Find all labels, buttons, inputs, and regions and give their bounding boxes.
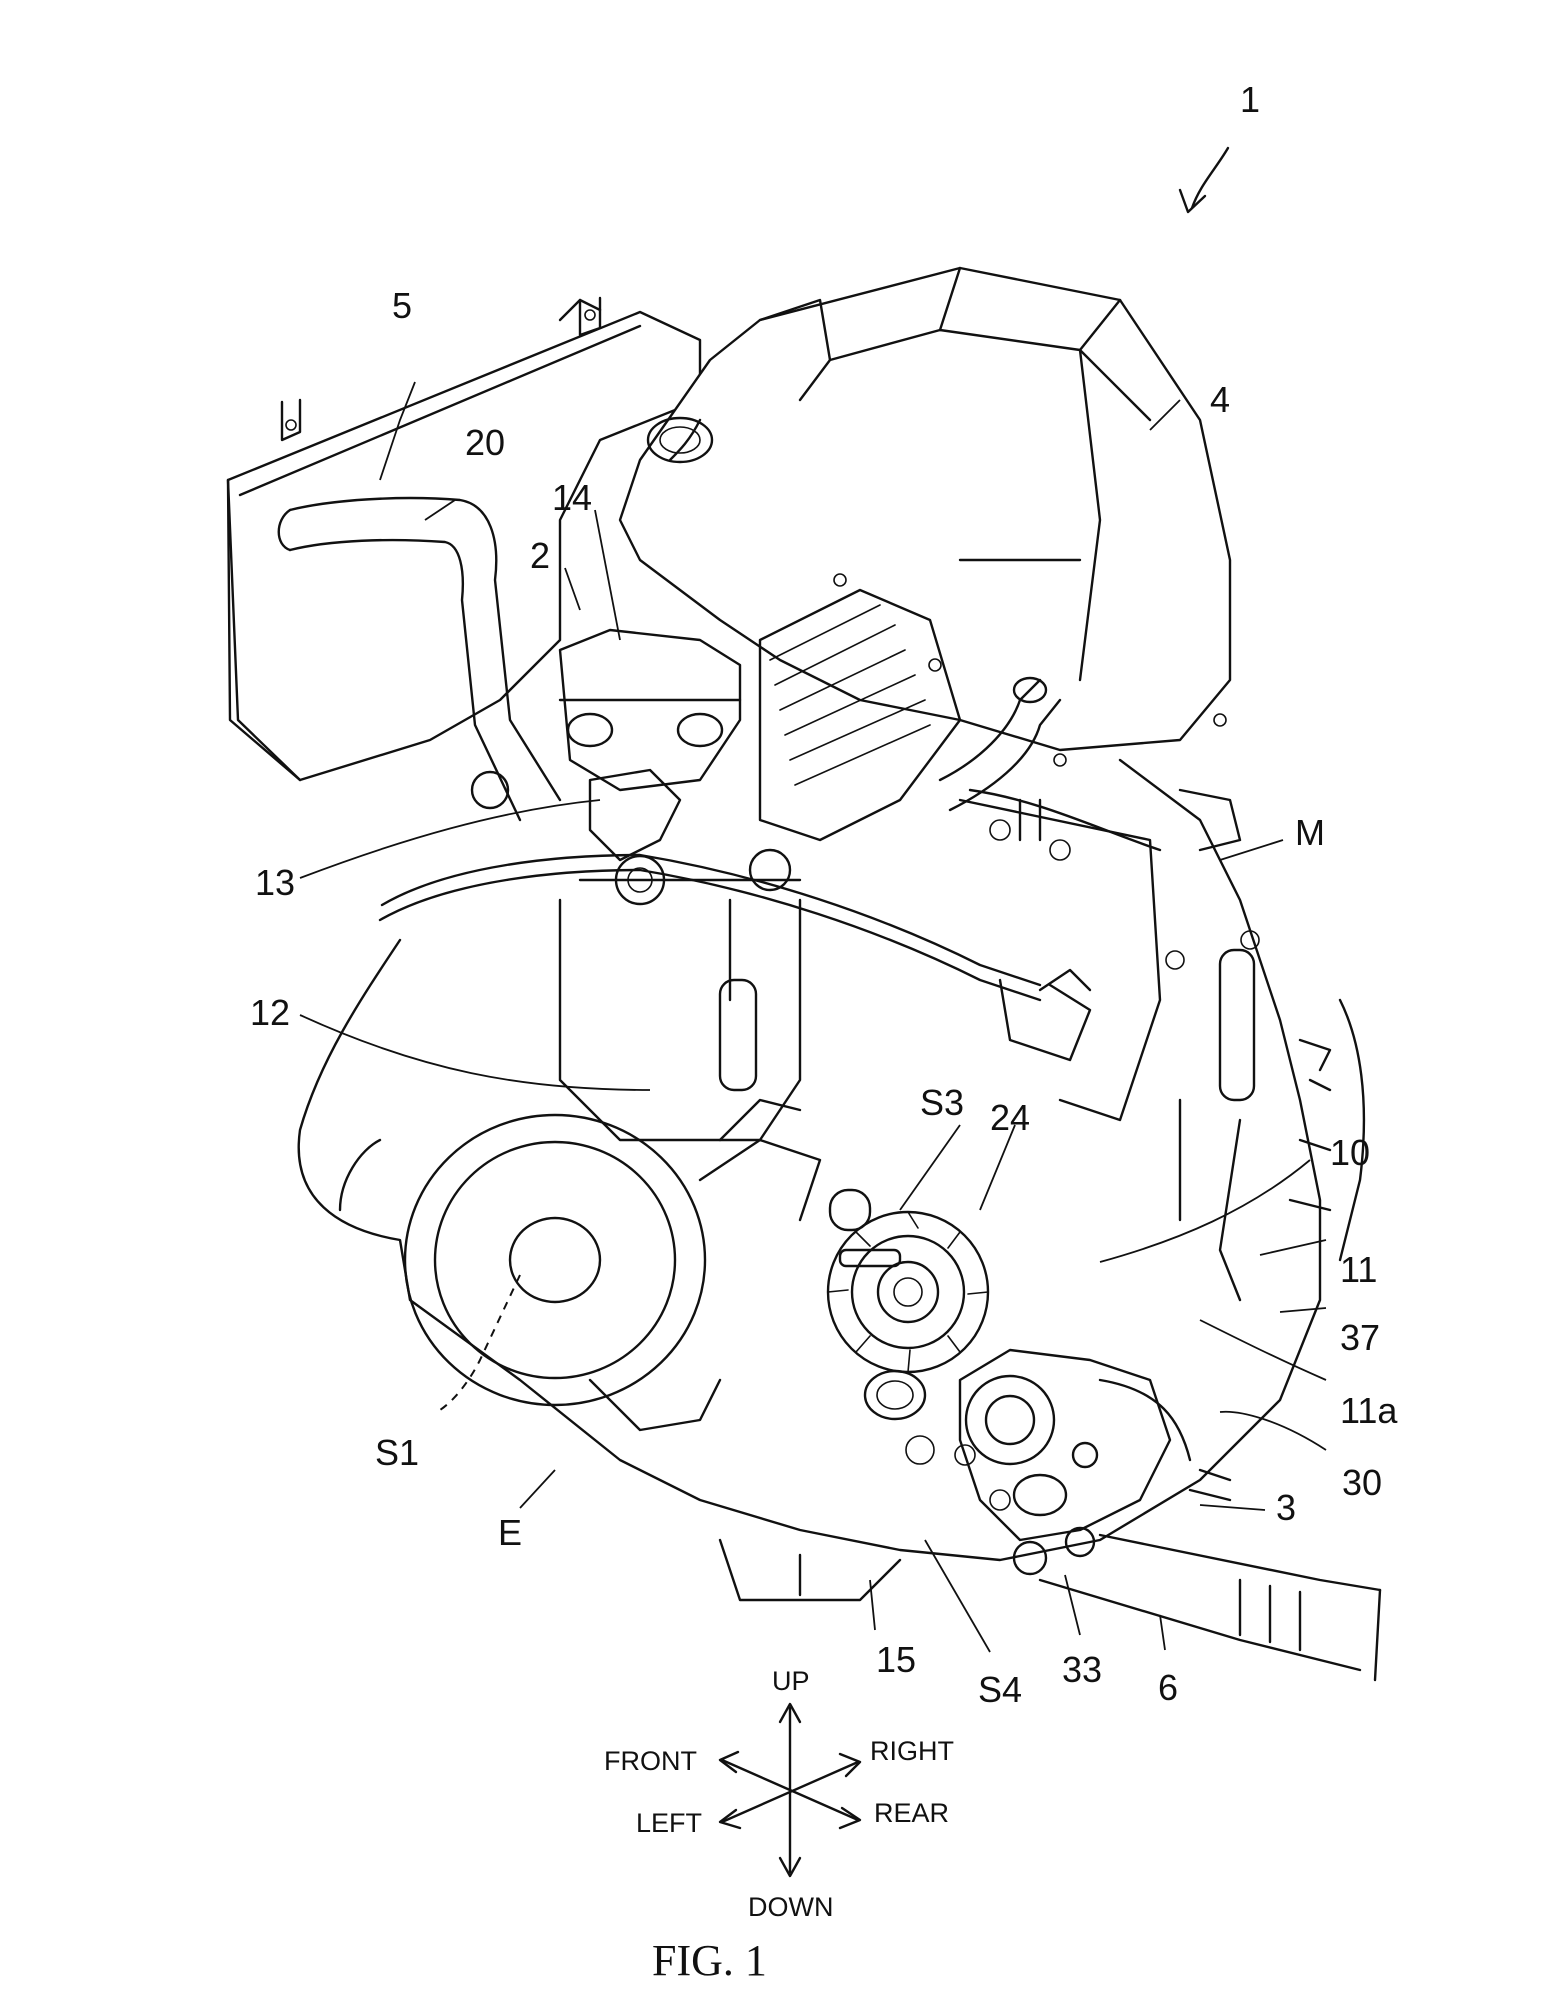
ref-12: 12: [250, 992, 290, 1033]
leader-lines: [299, 381, 1327, 1653]
reference-numerals: 1 5 4 20 14 2 13 M 12 S3 24 10 11 37 11a…: [250, 79, 1398, 1710]
ref-37: 37: [1340, 1317, 1380, 1358]
ref-11: 11: [1340, 1249, 1377, 1290]
ref-4: 4: [1210, 379, 1230, 420]
ref-E: E: [498, 1512, 522, 1553]
radiator: [226, 296, 702, 782]
ref-30: 30: [1342, 1462, 1382, 1503]
oil-pump-assembly: [863, 1348, 1232, 1576]
generator-cover: [338, 1098, 822, 1432]
figure-caption: FIG. 1: [652, 1936, 767, 1985]
dir-up-label: UP: [772, 1666, 810, 1696]
assembly-arrow: [1178, 146, 1230, 214]
drive-sprocket: [826, 1188, 990, 1374]
dir-left-label: LEFT: [636, 1808, 702, 1838]
ref-24: 24: [990, 1097, 1030, 1138]
ref-11a: 11a: [1340, 1390, 1398, 1431]
dir-rear-label: REAR: [874, 1798, 949, 1828]
ref-5: 5: [392, 285, 412, 326]
air-cleaner-cover: [618, 266, 1232, 767]
ref-3: 3: [1276, 1487, 1296, 1528]
direction-indicator: UP DOWN FRONT LEFT RIGHT REAR: [604, 1666, 954, 1922]
ref-6: 6: [1158, 1667, 1178, 1708]
oil-pan-and-exhaust: [718, 1533, 1382, 1682]
ref-S4: S4: [978, 1669, 1022, 1710]
dir-down-label: DOWN: [748, 1892, 833, 1922]
radiator-hose: [277, 496, 562, 822]
ref-S3: S3: [920, 1082, 964, 1123]
ref-2: 2: [530, 535, 550, 576]
ref-M: M: [1295, 812, 1325, 853]
engine-body: [297, 588, 1366, 1562]
ref-15: 15: [876, 1639, 916, 1680]
ref-S1: S1: [375, 1432, 419, 1473]
ref-33: 33: [1062, 1649, 1102, 1690]
ref-13: 13: [255, 862, 295, 903]
ref-14: 14: [552, 477, 592, 518]
dir-front-label: FRONT: [604, 1746, 697, 1776]
ref-20: 20: [465, 422, 505, 463]
ref-10: 10: [1330, 1132, 1370, 1173]
ref-1: 1: [1240, 79, 1260, 120]
dir-right-label: RIGHT: [870, 1736, 954, 1766]
